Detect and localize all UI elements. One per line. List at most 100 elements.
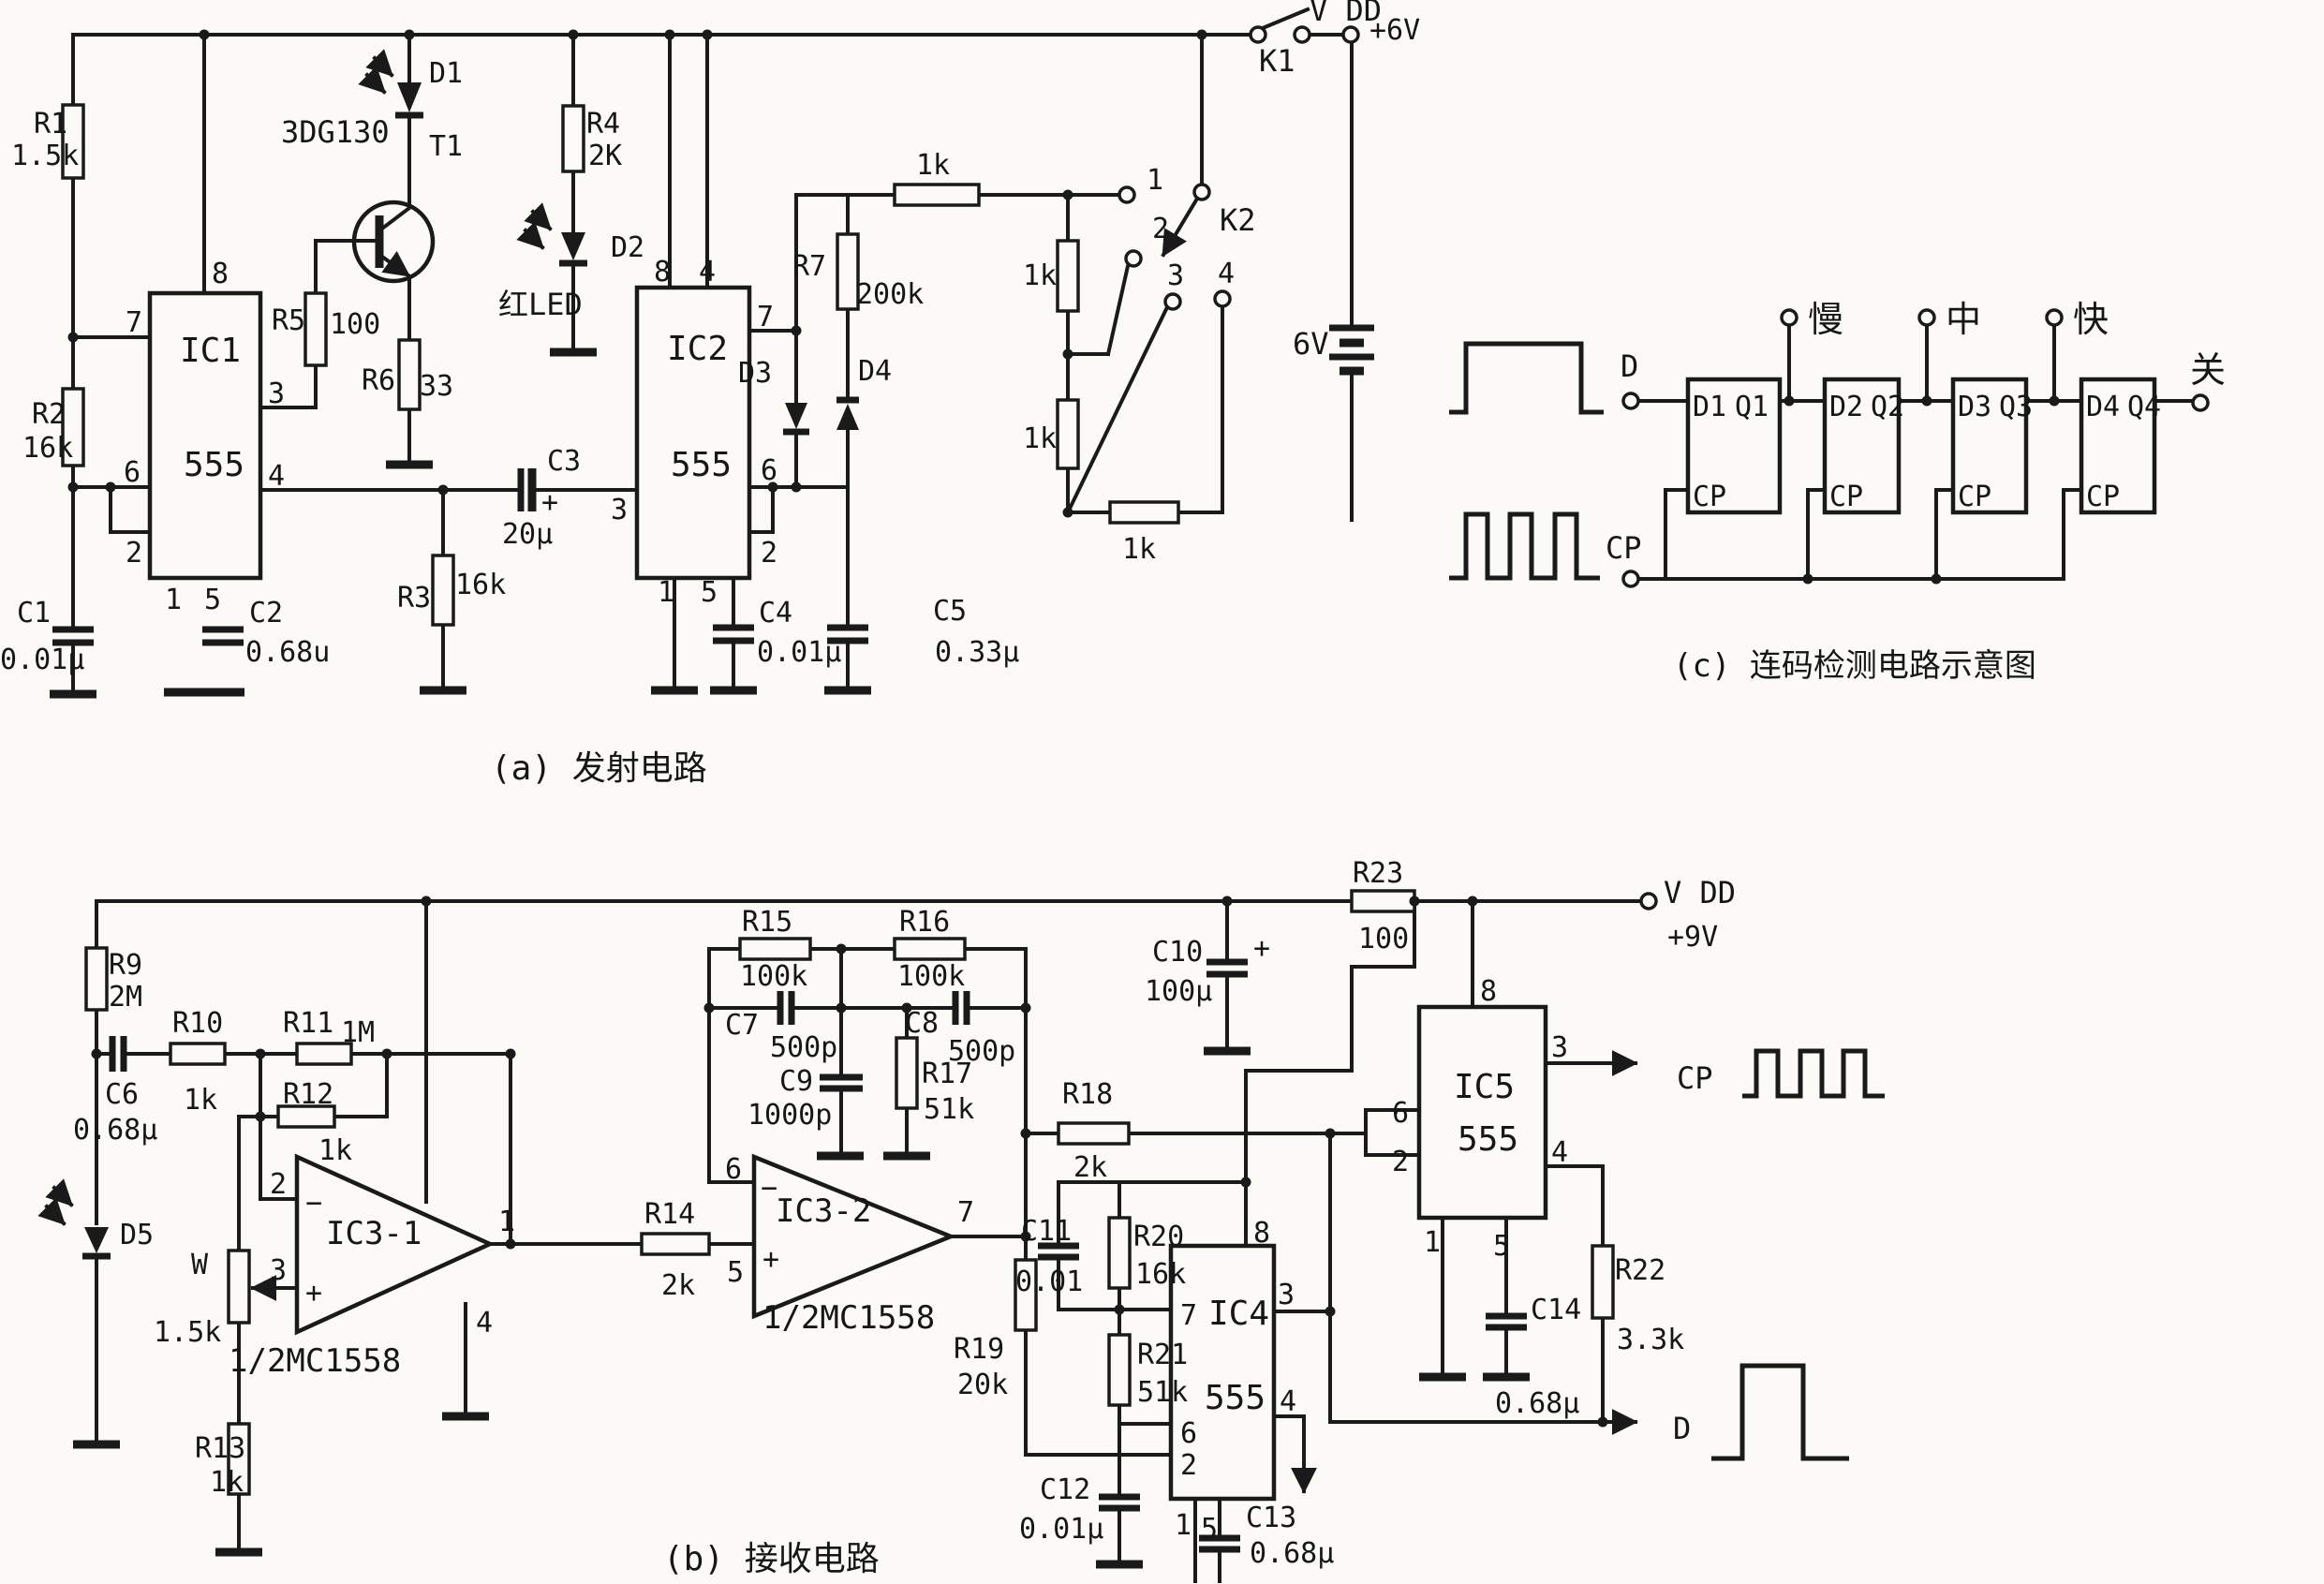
ic2-pin5-label: 5 xyxy=(701,576,718,609)
junction-dots-b xyxy=(91,896,1608,1428)
c14-ref-label: C14 xyxy=(1531,1294,1581,1326)
ic31-name-label: IC3-1 xyxy=(326,1215,422,1252)
r23-ref-label: R23 xyxy=(1353,857,1403,890)
c1-val-label: 0.01μ xyxy=(0,644,84,676)
resistor-r14 xyxy=(640,1232,711,1256)
ic31-pin4-label: 4 xyxy=(476,1307,493,1340)
r9-val-label: 2M xyxy=(109,981,142,1014)
t1-ref-label: T1 xyxy=(429,130,463,163)
r10-ref-label: R10 xyxy=(172,1007,223,1040)
k1-arm xyxy=(1260,7,1310,31)
ic5-type-label: 555 xyxy=(1458,1120,1518,1159)
ic5-pin6-label: 6 xyxy=(1392,1097,1409,1130)
c-d-in-label: D xyxy=(1621,348,1638,384)
resistor-r2 xyxy=(61,387,85,467)
ff2-d-label: D2 xyxy=(1829,391,1863,423)
c11-ref-label: C11 xyxy=(1021,1215,1072,1248)
ic2-pin2-label: 2 xyxy=(761,537,777,570)
ic2-pin6-label: 6 xyxy=(761,454,777,487)
d2-light-arrow-1 xyxy=(524,202,553,231)
c10-ref-label: C10 xyxy=(1152,936,1203,969)
c5-val-label: 0.33μ xyxy=(935,636,1019,669)
caption-a-label: (a) 发射电路 xyxy=(491,749,707,788)
section-c-code-detector xyxy=(1449,308,2210,588)
c13-val-label: 0.68μ xyxy=(1250,1537,1334,1570)
c2-val-label: 0.68u xyxy=(245,636,330,669)
resistor-r9 xyxy=(84,946,109,1012)
ff4-q-label: Q4 xyxy=(2127,391,2161,423)
led-d1 xyxy=(397,82,422,112)
r18-val-label: 2k xyxy=(1073,1151,1107,1184)
r6-val-label: 33 xyxy=(420,370,453,403)
d2-ref-label: D2 xyxy=(611,231,644,264)
ic32-name-label: IC3-2 xyxy=(776,1192,871,1230)
r21-val-label: 51k xyxy=(1137,1376,1188,1409)
r2-val-label: 16k xyxy=(22,432,73,465)
k2-t4-label: 4 xyxy=(1218,258,1235,290)
t1-emitter-line xyxy=(379,250,411,278)
c10-val-label: 100μ xyxy=(1145,975,1212,1008)
r22-val-label: 3.3k xyxy=(1617,1324,1684,1356)
r3-ref-label: R3 xyxy=(397,582,431,614)
spd-slow-label: 慢 xyxy=(1808,299,1843,340)
cap-c7 xyxy=(777,991,795,1025)
resistor-1k-mid2 xyxy=(1056,398,1080,470)
w-val-label: 1.5k xyxy=(154,1316,221,1349)
ic5-pin4-label: 4 xyxy=(1551,1136,1568,1169)
cp-out-label: CP xyxy=(1677,1060,1713,1096)
ic5-pin5-label: 5 xyxy=(1493,1230,1510,1263)
ic5-pin2-label: 2 xyxy=(1392,1146,1409,1178)
r14-ref-label: R14 xyxy=(644,1198,695,1231)
ff1-q-label: Q1 xyxy=(1735,391,1769,423)
waveform-d-out xyxy=(1711,1363,1849,1461)
resistor-r13 xyxy=(227,1422,251,1496)
mid-terminal xyxy=(1917,308,1936,327)
ic31-plus-label: + xyxy=(305,1277,322,1310)
r4-val-label: 2K xyxy=(588,140,622,172)
c7-val-label: 500p xyxy=(770,1031,837,1064)
d5-light-arrow-2 xyxy=(37,1197,67,1226)
k2-pivot xyxy=(1192,183,1211,201)
c10-plus-label: + xyxy=(1253,932,1270,965)
spd-fast-label: 快 xyxy=(2073,299,2109,340)
resistor-r23 xyxy=(1350,889,1416,913)
r1k-b-label: 1k xyxy=(1023,259,1057,292)
resistor-1k-mid1 xyxy=(1056,239,1080,313)
k2-contact-3 xyxy=(1163,292,1182,311)
resistor-r16 xyxy=(893,937,967,961)
resistor-r3 xyxy=(431,554,455,627)
resistor-1k-top xyxy=(893,183,981,207)
resistor-r19 xyxy=(1014,1258,1038,1332)
r21-ref-label: R21 xyxy=(1137,1339,1188,1371)
d4-ref-label: D4 xyxy=(858,355,892,388)
ic32-plus-label: + xyxy=(762,1243,779,1276)
bat-val-label: 6V xyxy=(1293,326,1329,362)
vdd6-terminal xyxy=(1341,25,1360,44)
k2-t2-label: 2 xyxy=(1152,213,1169,245)
resistor-r4 xyxy=(561,104,585,173)
ic5-pin8-label: 8 xyxy=(1480,975,1497,1008)
c8-ref-label: C8 xyxy=(905,1007,939,1040)
r15-ref-label: R15 xyxy=(742,906,792,939)
ic2-type-label: 555 xyxy=(671,446,732,484)
c9-ref-label: C9 xyxy=(779,1065,813,1098)
ic31-pin3-label: 3 xyxy=(270,1254,287,1287)
ff4-d-label: D4 xyxy=(2086,391,2120,423)
k2-contact-1 xyxy=(1118,185,1136,204)
d5-light-arrow-1 xyxy=(45,1178,74,1207)
ic1-pin8-label: 8 xyxy=(212,258,229,290)
cap-c6 xyxy=(109,1036,127,1072)
r20-val-label: 16k xyxy=(1135,1258,1186,1291)
c-cp-in-label: CP xyxy=(1606,530,1642,566)
junction-dots-a xyxy=(67,29,1207,518)
flipflop-1-box xyxy=(1685,377,1783,515)
k2-ref-label: K2 xyxy=(1220,202,1256,238)
ff1-d-label: D1 xyxy=(1693,391,1726,423)
c9-val-label: 1000p xyxy=(748,1099,832,1132)
k1-ref-label: K1 xyxy=(1259,43,1295,79)
ic4-pin8-label: 8 xyxy=(1253,1217,1270,1250)
r3-val-label: 16k xyxy=(455,569,506,601)
k2-t3-label: 3 xyxy=(1167,259,1184,292)
section-b-receiver xyxy=(37,889,1885,1583)
